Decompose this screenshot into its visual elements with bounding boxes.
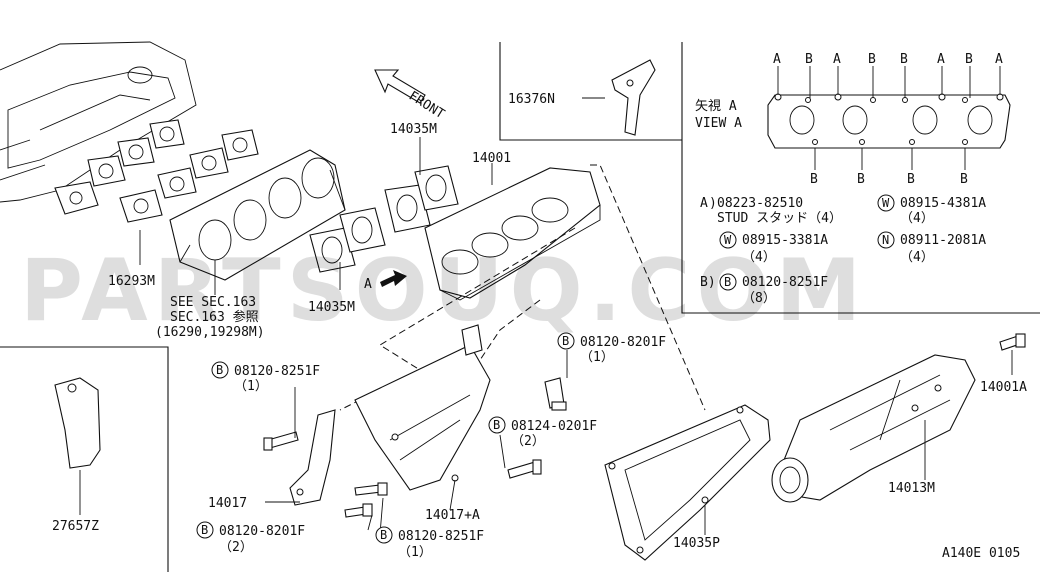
svg-text:B: B: [965, 52, 973, 67]
label-14035P: 14035P: [673, 536, 720, 551]
label-14001A: 14001A: [980, 380, 1027, 395]
svg-text:B): B): [700, 275, 716, 290]
svg-text:W: W: [882, 196, 890, 210]
label-14035M-mid: 14035M: [308, 300, 355, 315]
view-title-en: VIEW A: [695, 116, 742, 131]
svg-text:B: B: [493, 418, 500, 432]
bolt-callouts: B 08120-8251F （1） B 08120-8201F （1） B 08…: [196, 332, 666, 560]
label-14035M-top: 14035M: [390, 122, 437, 137]
svg-text:08120-8251F: 08120-8251F: [742, 275, 828, 290]
svg-text:（1）: （1）: [398, 545, 432, 560]
svg-text:N: N: [882, 233, 889, 247]
intake-manifold: [169, 149, 346, 281]
label-14017A: 14017+A: [425, 508, 480, 523]
part-labels: 16376N 14035M 14001 16293M SEE SEC.163 S…: [52, 92, 1027, 561]
svg-text:（1）: （1）: [580, 350, 614, 365]
view-legend: A ) 08223-82510 STUD スタッド（4） W 08915-438…: [700, 194, 986, 306]
see-sec-line2: SEC.163 参照: [170, 309, 259, 325]
label-14017: 14017: [208, 496, 247, 511]
svg-text:（4）: （4）: [900, 211, 934, 226]
view-a-letters: A B A B B A B A B B B B: [773, 52, 1003, 187]
bolts: [263, 333, 1026, 518]
arrow-a-label: A: [364, 277, 372, 292]
leader-lines: [79, 97, 1013, 535]
label-14001: 14001: [472, 151, 511, 166]
label-27657Z: 27657Z: [52, 519, 99, 534]
svg-text:B: B: [960, 172, 968, 187]
front-arrow: [374, 69, 426, 104]
svg-text:A: A: [937, 52, 945, 67]
see-sec-line3: (16290,19298M): [155, 325, 265, 340]
svg-text:W: W: [724, 233, 732, 247]
svg-text:08124-0201F: 08124-0201F: [511, 419, 597, 434]
bracket-14017A: [354, 324, 491, 491]
svg-text:08120-8201F: 08120-8201F: [219, 524, 305, 539]
svg-text:B: B: [805, 52, 813, 67]
svg-text:08120-8201F: 08120-8201F: [580, 335, 666, 350]
svg-text:08120-8251F: 08120-8251F: [398, 529, 484, 544]
svg-text:（2）: （2）: [511, 434, 545, 449]
svg-text:B: B: [900, 52, 908, 67]
engine-head-outline: [0, 41, 197, 203]
view-title-jp: 矢視 A: [695, 99, 737, 114]
label-16376N: 16376N: [508, 92, 555, 107]
svg-text:08911-2081A: 08911-2081A: [900, 233, 986, 248]
bracket-27657Z: [54, 377, 101, 469]
svg-text:): ): [709, 196, 717, 211]
see-sec-line1: SEE SEC.163: [170, 295, 256, 310]
bracket-14017: [289, 409, 336, 506]
svg-text:（2）: （2）: [219, 540, 253, 555]
svg-text:B: B: [562, 334, 569, 348]
svg-text:B: B: [907, 172, 915, 187]
svg-text:A: A: [773, 52, 781, 67]
svg-text:A: A: [995, 52, 1003, 67]
svg-text:A: A: [833, 52, 841, 67]
label-14013M: 14013M: [888, 481, 935, 496]
panel-borders: [0, 42, 1040, 572]
svg-text:B: B: [724, 275, 731, 289]
exhaust-gaskets-14035M: [309, 165, 459, 273]
front-label: FRONT: [406, 89, 447, 123]
svg-text:A: A: [700, 196, 708, 211]
view-a-arrow: [380, 270, 407, 287]
view-a-flange: [767, 66, 1011, 170]
svg-text:（4）: （4）: [900, 250, 934, 265]
svg-text:B: B: [810, 172, 818, 187]
svg-text:B: B: [216, 363, 223, 377]
svg-text:B: B: [857, 172, 865, 187]
svg-text:08120-8251F: 08120-8251F: [234, 364, 320, 379]
clip-16376N: [611, 59, 656, 136]
svg-text:（1）: （1）: [234, 379, 268, 394]
label-16293M: 16293M: [108, 274, 155, 289]
svg-text:08223-82510: 08223-82510: [717, 196, 803, 211]
svg-text:STUD スタッド（4）: STUD スタッド（4）: [717, 211, 842, 226]
svg-text:B: B: [380, 528, 387, 542]
intake-gaskets: [54, 119, 259, 223]
svg-text:（8）: （8）: [742, 291, 776, 306]
svg-text:B: B: [201, 523, 208, 537]
svg-text:B: B: [868, 52, 876, 67]
svg-text:08915-4381A: 08915-4381A: [900, 196, 986, 211]
watermark: PARTSOUQ.COM: [20, 241, 867, 341]
exhaust-gasket-14035P: [604, 404, 771, 561]
svg-text:（4）: （4）: [742, 250, 776, 265]
exhaust-manifold-14013M: [771, 354, 976, 503]
figure-code: A140E 0105: [942, 546, 1020, 561]
svg-text:08915-3381A: 08915-3381A: [742, 233, 828, 248]
